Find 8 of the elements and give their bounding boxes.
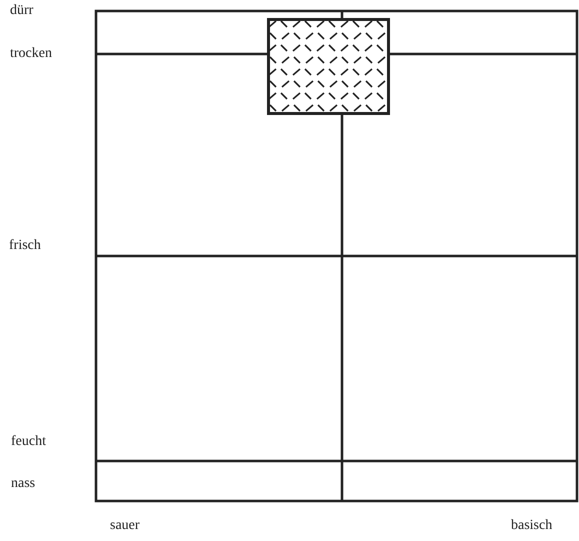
axis-label: dürr (10, 4, 34, 18)
axis-label: frisch (9, 239, 41, 253)
axis-label: sauer (110, 519, 140, 533)
axis-label: nass (11, 477, 36, 491)
axis-label: trocken (10, 47, 52, 61)
hatched-range-box (267, 18, 390, 115)
axis-label: feucht (11, 435, 46, 449)
axis-label: basisch (511, 519, 552, 533)
